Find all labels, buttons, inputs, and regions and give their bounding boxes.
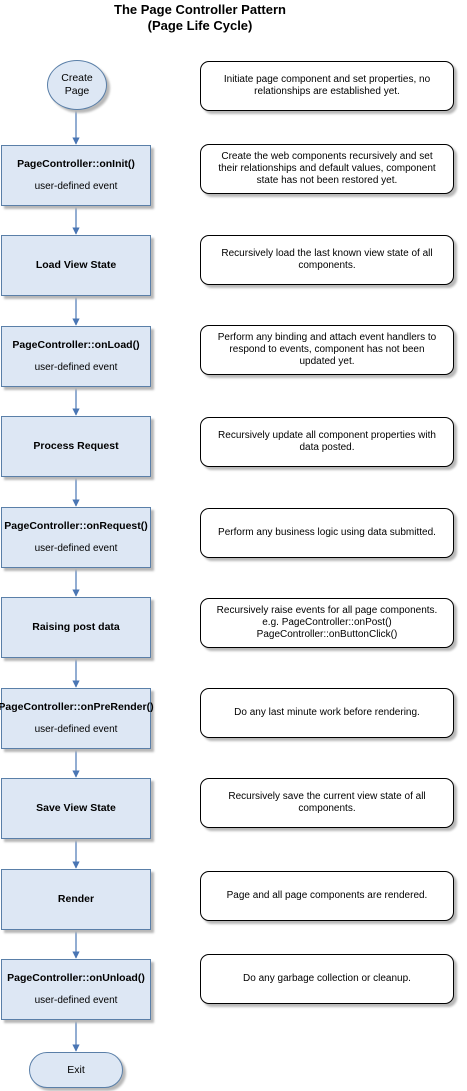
step-note: Page and all page components are rendere… [200,871,454,921]
note-line: Perform any business logic using data su… [218,527,436,538]
diagram-title: The Page Controller Pattern (Page Life C… [0,2,400,34]
step-box: Raising post data [1,597,151,658]
step-name: PageController::onInit() [17,158,135,170]
note-line: updated yet. [299,356,355,367]
note-line: PageController::onButtonClick() [256,629,398,640]
step-note: Recursively load the last known view sta… [200,235,454,285]
step-subtitle: user-defined event [34,543,118,554]
note-line: Do any last minute work before rendering… [234,707,420,718]
end-node-exit: Exit [29,1052,123,1088]
note-line: Create the web components recursively an… [221,151,433,162]
step-box: PageController::onUnload()user-defined e… [1,959,151,1020]
note-line: Recursively load the last known view sta… [221,248,433,259]
note-line: Recursively save the current view state … [228,791,426,802]
note-line: state has not been restored yet. [256,175,398,186]
note-line: Page and all page components are rendere… [226,890,428,901]
step-box: PageController::onInit()user-defined eve… [1,145,151,206]
step-note: Create the web components recursively an… [200,144,454,194]
step-box: PageController::onPreRender()user-define… [0,688,154,749]
step-name: Raising post data [32,621,120,633]
step-box: PageController::onRequest()user-defined … [1,507,151,568]
step-name: Process Request [33,440,119,452]
diagram-title-line-2: (Page Life Cycle) [147,18,253,33]
note-line: respond to events, component has not bee… [229,344,425,355]
step-note: Do any garbage collection or cleanup. [200,954,454,1004]
diagram-title-line-1: The Page Controller Pattern [114,2,286,17]
note-line: e.g. PageController::onPost() [262,617,392,628]
end-node-label: Exit [67,1064,85,1076]
note-line: relationships are established yet. [254,86,400,97]
note-line: Recursively raise events for all page co… [216,605,438,616]
step-subtitle: user-defined event [34,362,118,373]
note-line: Do any garbage collection or cleanup. [243,973,411,984]
step-name: PageController::onUnload() [7,972,145,984]
note-line: data posted. [299,442,355,453]
step-note: Recursively raise events for all page co… [200,598,454,648]
step-note: Perform any business logic using data su… [200,508,454,558]
step-box: Save View State [1,778,151,839]
step-name: PageController::onPreRender() [0,701,154,713]
step-note: Recursively update all component propert… [200,417,454,467]
note-line: components. [298,260,356,271]
step-box: PageController::onLoad()user-defined eve… [1,326,151,387]
step-note: Recursively save the current view state … [200,778,454,828]
step-box: Render [1,869,151,930]
note-line: components. [298,803,356,814]
start-note: Initiate page component and set properti… [200,61,454,111]
start-node-line-1: Create [61,72,93,84]
step-box: Load View State [1,235,151,296]
note-line: their relationships and default values, … [218,163,436,174]
step-name: Render [57,893,95,905]
note-line: Recursively update all component propert… [218,430,436,441]
step-box: Process Request [1,416,151,477]
step-name: Load View State [35,259,117,271]
start-node-create-page: Create Page [47,60,107,110]
step-note: Perform any binding and attach event han… [200,325,454,375]
start-node-line-2: Page [64,85,90,97]
note-line: Initiate page component and set properti… [223,74,431,85]
note-line: Perform any binding and attach event han… [217,332,437,343]
step-subtitle: user-defined event [34,724,118,735]
step-note: Do any last minute work before rendering… [200,688,454,738]
step-name: PageController::onRequest() [4,520,148,532]
step-name: Save View State [36,802,116,814]
step-subtitle: user-defined event [34,181,118,192]
step-subtitle: user-defined event [34,995,118,1006]
step-name: PageController::onLoad() [12,339,140,351]
